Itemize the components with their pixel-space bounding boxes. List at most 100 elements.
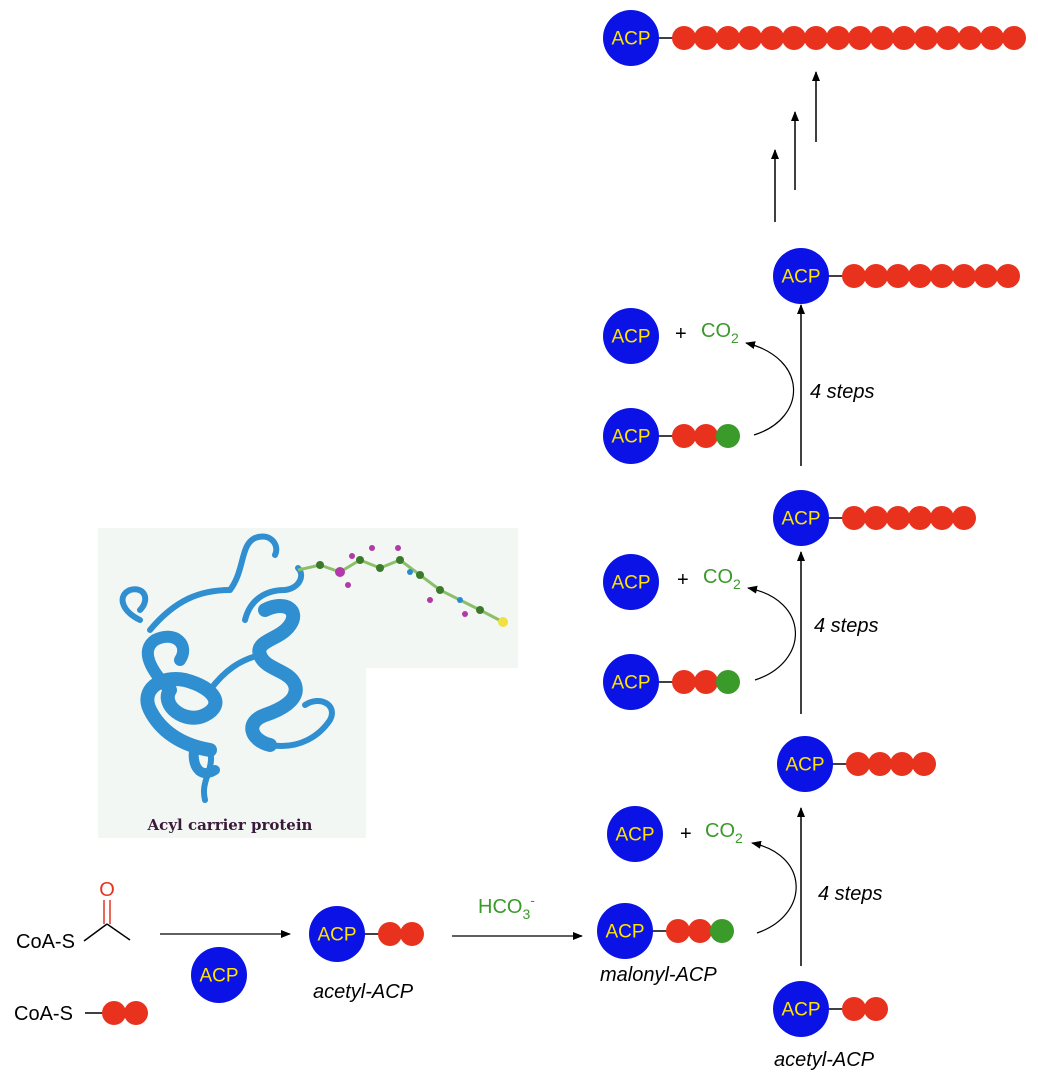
carbon-ball [694, 670, 718, 694]
acp-malonyl-3: ACP [603, 408, 740, 464]
acp-circle [191, 947, 247, 1003]
acp-label: ACP [199, 966, 238, 987]
acetyl-acp-label-2: acetyl-ACP [774, 1049, 875, 1071]
coa-s-label-top: CoA-S [16, 931, 75, 953]
acp-circle [603, 408, 659, 464]
carbon-ball [804, 26, 828, 50]
acp-label: ACP [781, 509, 820, 530]
bicarbonate-label: HCO3- [478, 892, 535, 922]
acp-label: ACP [611, 673, 650, 694]
acetyl-coa-structure: CoA-S O [16, 879, 131, 953]
carbon-ball [952, 506, 976, 530]
acp-label: ACP [611, 427, 650, 448]
carbon-ball [864, 997, 888, 1021]
four-steps-label-2: 4 steps [814, 615, 878, 637]
coa-s-label-bottom: CoA-S [14, 1003, 73, 1025]
carbon-ball [688, 919, 712, 943]
carbon-ball [842, 264, 866, 288]
acp-acetyl-2: ACP [773, 981, 888, 1037]
carbon-ball [848, 26, 872, 50]
co2-label-1: CO2 [705, 820, 743, 846]
acp-label: ACP [611, 29, 650, 50]
acp-acetyl-1: ACP [309, 906, 424, 962]
acp-label: ACP [615, 825, 654, 846]
carbon-ball [914, 26, 938, 50]
acp-circle [603, 654, 659, 710]
acp-circle [773, 490, 829, 546]
four-steps-label-1: 4 steps [818, 883, 882, 905]
acp-tier3-product: ACP [773, 248, 1020, 304]
decarboxylation-arrow-3 [745, 341, 795, 436]
acp-circle [603, 308, 659, 364]
carbon-ball [908, 506, 932, 530]
acp-circle [607, 806, 663, 862]
acp-label: ACP [611, 573, 650, 594]
carbon-ball [124, 1001, 148, 1025]
protein-caption: Acyl carrier protein [147, 816, 313, 834]
acetyl-acp-label-1: acetyl-ACP [313, 981, 414, 1003]
acp-free-3: ACP [603, 308, 659, 364]
acp-free-1: ACP [607, 806, 663, 862]
carbon-ball [1002, 26, 1026, 50]
carbon-ball [666, 919, 690, 943]
carbon-ball [886, 264, 910, 288]
carboxyl-ball [710, 919, 734, 943]
carboxyl-ball [716, 670, 740, 694]
carbon-ball [672, 26, 696, 50]
carbon-ball [400, 922, 424, 946]
acp-label: ACP [605, 922, 644, 943]
acp-circle [309, 906, 365, 962]
acp-circle [777, 736, 833, 792]
carbon-ball [694, 26, 718, 50]
acp-label: ACP [781, 267, 820, 288]
acyl-carrier-protein-image: Acyl carrier protein [98, 528, 518, 838]
carbon-ball [760, 26, 784, 50]
carbon-ball [842, 506, 866, 530]
carbon-ball [996, 264, 1020, 288]
malonyl-acp-label: malonyl-ACP [600, 964, 717, 986]
acp-label: ACP [317, 925, 356, 946]
acp-label: ACP [785, 755, 824, 776]
carbon-ball [958, 26, 982, 50]
acp-label: ACP [611, 327, 650, 348]
carbon-ball [672, 424, 696, 448]
plus-sign-1: + [680, 823, 692, 845]
plus-sign-3: + [675, 323, 687, 345]
plus-sign-2: + [677, 569, 689, 591]
carbon-ball [846, 752, 870, 776]
carbon-ball [378, 922, 402, 946]
carbon-ball [716, 26, 740, 50]
carbon-ball [826, 26, 850, 50]
carbon-ball [102, 1001, 126, 1025]
carbon-ball [936, 26, 960, 50]
co2-label-2: CO2 [703, 566, 741, 592]
carbon-ball [890, 752, 914, 776]
carbon-ball [930, 264, 954, 288]
carbon-ball [952, 264, 976, 288]
carbon-ball [974, 264, 998, 288]
co2-label-3: CO2 [701, 320, 739, 346]
acp-circle [773, 981, 829, 1037]
oxygen-label: O [99, 879, 115, 901]
carbon-ball [672, 670, 696, 694]
carbon-ball [980, 26, 1004, 50]
carbon-ball [892, 26, 916, 50]
carbon-ball [782, 26, 806, 50]
acp-circle [603, 554, 659, 610]
coa-s-two-carbon: CoA-S [14, 1001, 148, 1025]
carbon-ball [912, 752, 936, 776]
acp-free-2: ACP [603, 554, 659, 610]
decarboxylation-arrow-1 [751, 840, 797, 934]
carbon-ball [868, 752, 892, 776]
carbon-ball [842, 997, 866, 1021]
acp-label: ACP [781, 1000, 820, 1021]
carbon-ball [738, 26, 762, 50]
carbon-ball [930, 506, 954, 530]
carbon-ball [864, 264, 888, 288]
acp-enzyme-reagent: ACP [191, 947, 247, 1003]
four-steps-label-3: 4 steps [810, 381, 874, 403]
acp-malonyl-2: ACP [603, 654, 740, 710]
acp-circle [603, 10, 659, 66]
carbon-ball [908, 264, 932, 288]
